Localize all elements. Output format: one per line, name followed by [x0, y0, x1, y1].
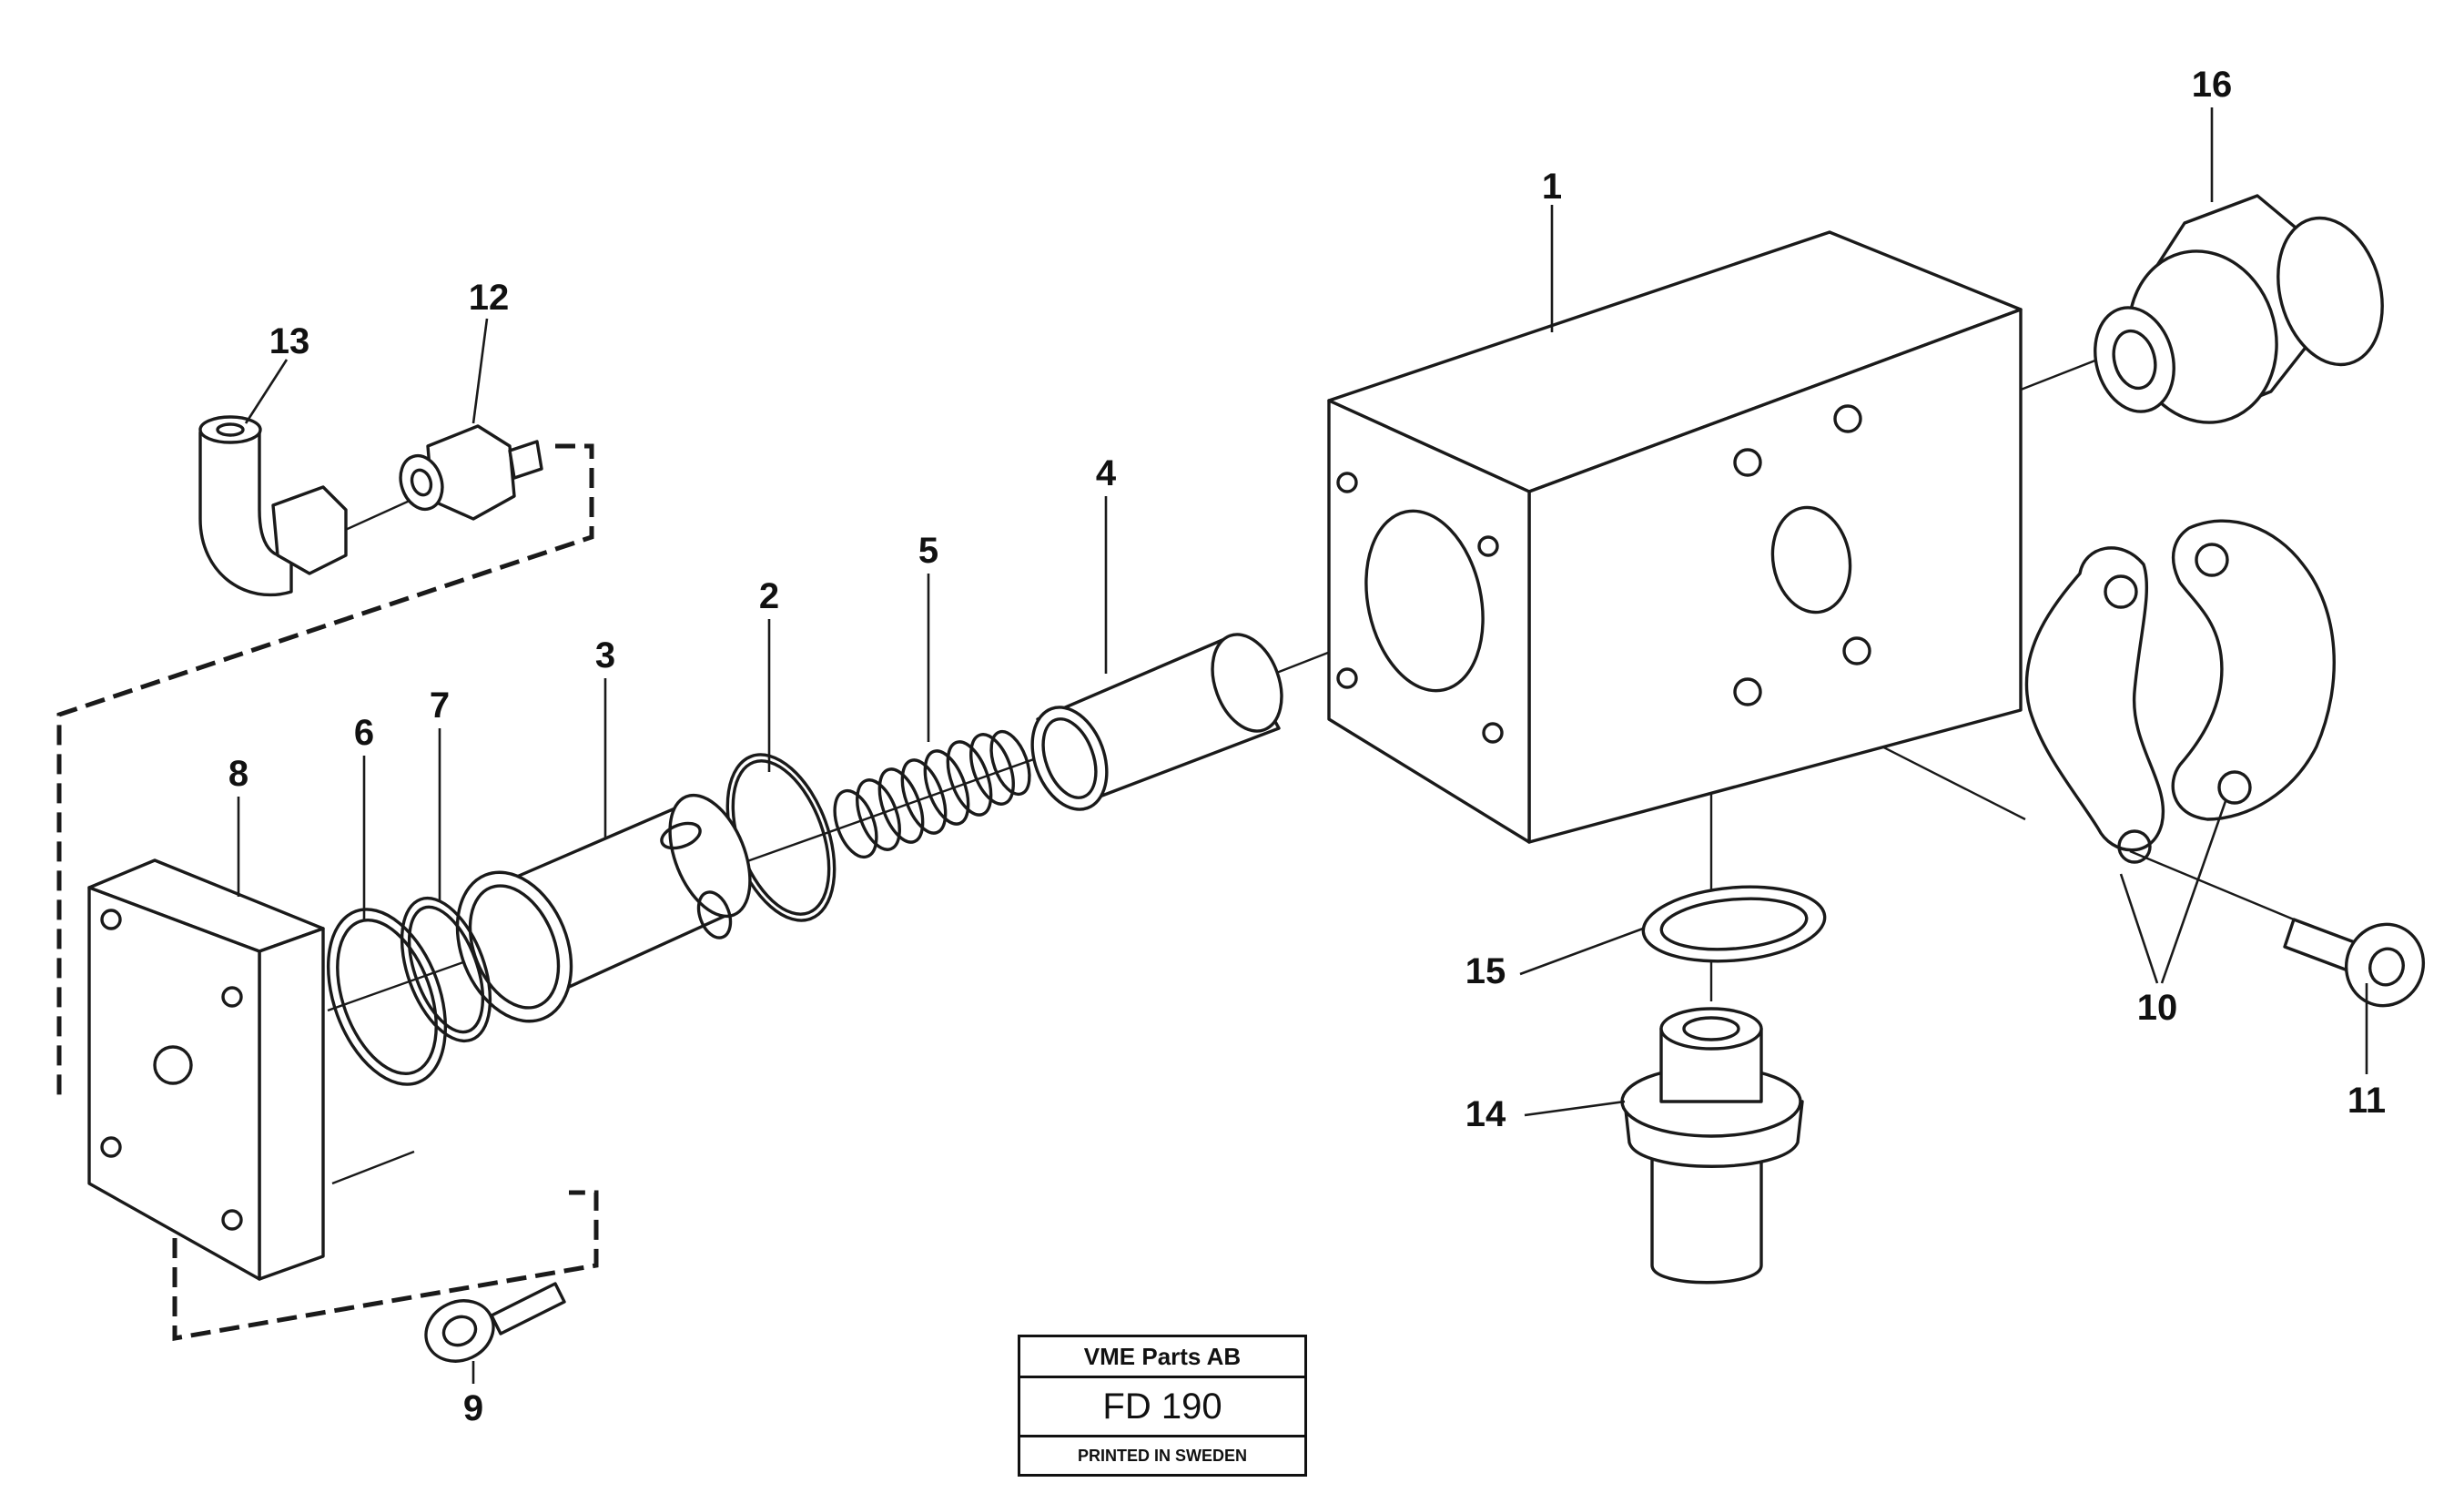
callout-9: 9: [463, 1388, 483, 1428]
part-13-elbow: [198, 415, 348, 597]
part-8-cover-plate: [87, 858, 325, 1281]
title-block-note: PRINTED IN SWEDEN: [1077, 1447, 1247, 1465]
part-12-nipple-fitting: [399, 424, 543, 521]
axis-plate: [331, 1150, 415, 1185]
callout-13: 13: [269, 321, 310, 361]
part-7-o-ring: [400, 896, 492, 1043]
callout-14: 14: [1465, 1094, 1506, 1134]
callout-5: 5: [918, 531, 938, 571]
part-6-gasket: [326, 908, 448, 1086]
title-block-code: FD 190: [1020, 1378, 1304, 1437]
part-9-cap-screw: [424, 1282, 566, 1363]
callout-1: 1: [1542, 167, 1562, 207]
part-10-flange-halves: [2024, 519, 2336, 864]
part-14-nipple: [1620, 1007, 1804, 1285]
title-block: VME Parts AB FD 190 PRINTED IN SWEDEN: [1018, 1335, 1307, 1477]
callout-7: 7: [430, 686, 450, 726]
part-5-spring: [833, 729, 1031, 859]
callout-2: 2: [759, 576, 779, 616]
leader-15: [1519, 927, 1644, 976]
leader-12: [472, 318, 489, 424]
callout-16: 16: [2192, 65, 2233, 105]
title-block-company: VME Parts AB: [1020, 1337, 1304, 1378]
part-11-bolt: [2283, 918, 2426, 1008]
callout-10: 10: [2137, 988, 2178, 1028]
leader-13: [244, 359, 289, 424]
callout-12: 12: [469, 278, 510, 318]
part-15-seal-ring: [1641, 885, 1827, 963]
dashed-group-lower: [172, 1190, 599, 1341]
callout-6: 6: [354, 713, 374, 753]
axis-bolt-11: [2129, 849, 2295, 921]
part-1-valve-housing: [1327, 230, 2023, 844]
part-16-adapter: [2094, 194, 2384, 424]
part-3-plunger: [455, 793, 752, 1023]
leader-14: [1524, 1100, 1626, 1117]
callout-3: 3: [595, 635, 615, 675]
callout-11: 11: [2347, 1081, 2386, 1121]
leader-10a: [2119, 873, 2159, 984]
callout-15: 15: [1465, 951, 1506, 991]
part-4-sleeve: [1030, 633, 1283, 811]
callout-4: 4: [1096, 453, 1117, 493]
callout-8: 8: [228, 754, 248, 794]
leader-10b: [2160, 800, 2227, 984]
dashed-group-upper: [56, 443, 594, 1102]
